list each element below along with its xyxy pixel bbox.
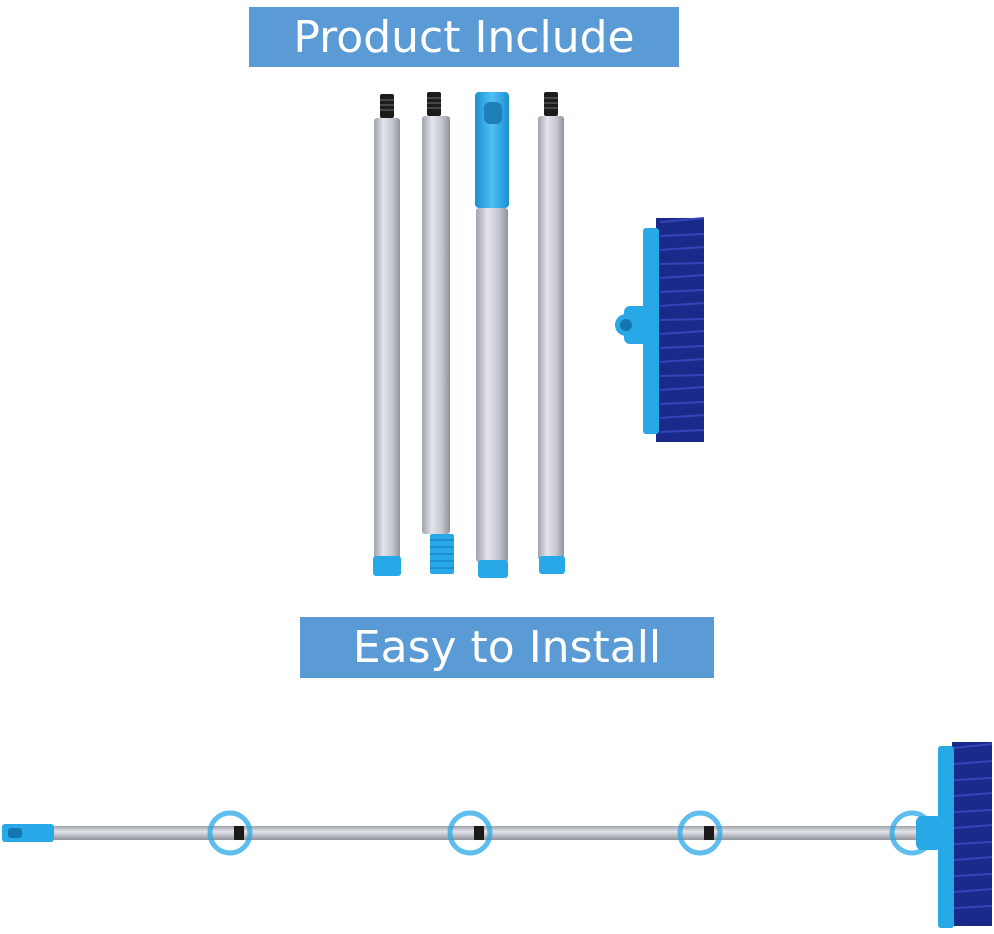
product-include-title: Product Include <box>293 11 635 63</box>
easy-to-install-banner: Easy to Install <box>300 617 714 678</box>
rotate-arrows-icon <box>207 810 253 856</box>
pole-segment-icon <box>538 92 565 574</box>
assembled-broom <box>2 742 993 928</box>
pole-segment-icon <box>422 92 454 574</box>
brush-head-icon <box>615 217 705 442</box>
easy-to-install-title: Easy to Install <box>352 622 662 673</box>
pole-segment-icon <box>475 92 509 578</box>
rotate-arrows-icon <box>677 810 723 856</box>
pole-segment-icon <box>373 94 401 576</box>
product-include-banner: Product Include <box>249 7 679 67</box>
rotate-arrows-icon <box>447 810 493 856</box>
